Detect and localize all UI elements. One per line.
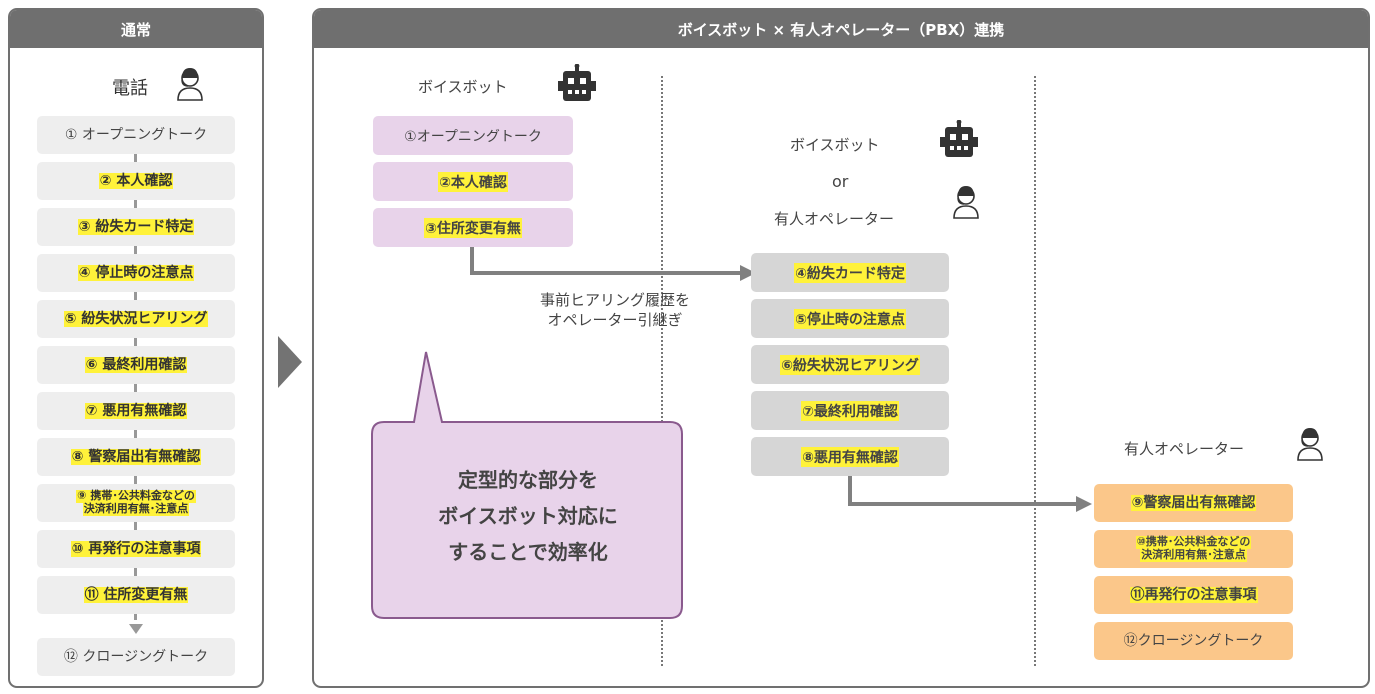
col3-step-9: ⑨警察届出有無確認 <box>1094 484 1293 522</box>
left-step-5: ⑤ 紛失状況ヒアリング <box>37 300 235 338</box>
col1-label: ボイスボット <box>418 78 508 96</box>
col2-step-8: ⑧悪用有無確認 <box>751 437 949 476</box>
col1-step-1: ①オープニングトーク <box>373 116 573 155</box>
phone-label: 電話 <box>112 78 148 99</box>
left-step-8: ⑧ 警察届出有無確認 <box>37 438 235 476</box>
handoff-arrow-1 <box>470 247 760 281</box>
left-step-11: ⑪ 住所変更有無 <box>37 576 235 614</box>
operator-headset-icon <box>946 182 986 222</box>
robot-icon <box>556 63 598 104</box>
col3-label: 有人オペレーター <box>1124 440 1245 458</box>
col3-step-10: ⑩携帯･公共料金などの決済利用有無･注意点 <box>1094 530 1293 568</box>
left-step-7: ⑦ 悪用有無確認 <box>37 392 235 430</box>
left-step-6: ⑥ 最終利用確認 <box>37 346 235 384</box>
divider-2 <box>1034 76 1036 666</box>
big-right-chevron-icon <box>276 334 304 390</box>
arrow-icon <box>127 618 145 636</box>
col3-step-11: ⑪再発行の注意事項 <box>1094 576 1293 614</box>
col2-step-6: ⑥紛失状況ヒアリング <box>751 345 949 384</box>
callout-bubble <box>370 350 690 625</box>
left-step-1: ① オープニングトーク <box>37 116 235 154</box>
col2-step-4: ④紛失カード特定 <box>751 253 949 292</box>
left-panel-title: 通常 <box>10 10 262 48</box>
left-connector <box>134 150 137 620</box>
handoff-arrow-2 <box>848 476 1098 516</box>
col2-step-7: ⑦最終利用確認 <box>751 391 949 430</box>
robot-icon <box>938 119 980 160</box>
callout-text: 定型的な部分を ボイスボット対応に することで効率化 <box>438 468 618 564</box>
col3-step-12: ⑫クロージングトーク <box>1094 622 1293 660</box>
col1-step-2: ②本人確認 <box>373 162 573 201</box>
divider-1 <box>661 76 663 666</box>
left-step-9: ⑨ 携帯･公共料金などの決済利用有無･注意点 <box>37 484 235 522</box>
col2-label-b: 有人オペレーター <box>774 210 895 228</box>
left-step-4: ④ 停止時の注意点 <box>37 254 235 292</box>
left-step-12: ⑫ クロージングトーク <box>37 638 235 676</box>
col2-label-or: or <box>832 172 849 191</box>
col1-step-3: ③住所変更有無 <box>373 208 573 247</box>
col2-label-a: ボイスボット <box>790 136 880 154</box>
operator-headset-icon <box>170 64 210 104</box>
handoff-note: 事前ヒアリング履歴を オペレーター引継ぎ <box>539 291 690 330</box>
col2-step-5: ⑤停止時の注意点 <box>751 299 949 338</box>
right-panel-title: ボイスボット × 有人オペレーター（PBX）連携 <box>314 10 1368 48</box>
operator-headset-icon <box>1290 424 1330 464</box>
left-step-3: ③ 紛失カード特定 <box>37 208 235 246</box>
left-step-2: ② 本人確認 <box>37 162 235 200</box>
left-step-10: ⑩ 再発行の注意事項 <box>37 530 235 568</box>
